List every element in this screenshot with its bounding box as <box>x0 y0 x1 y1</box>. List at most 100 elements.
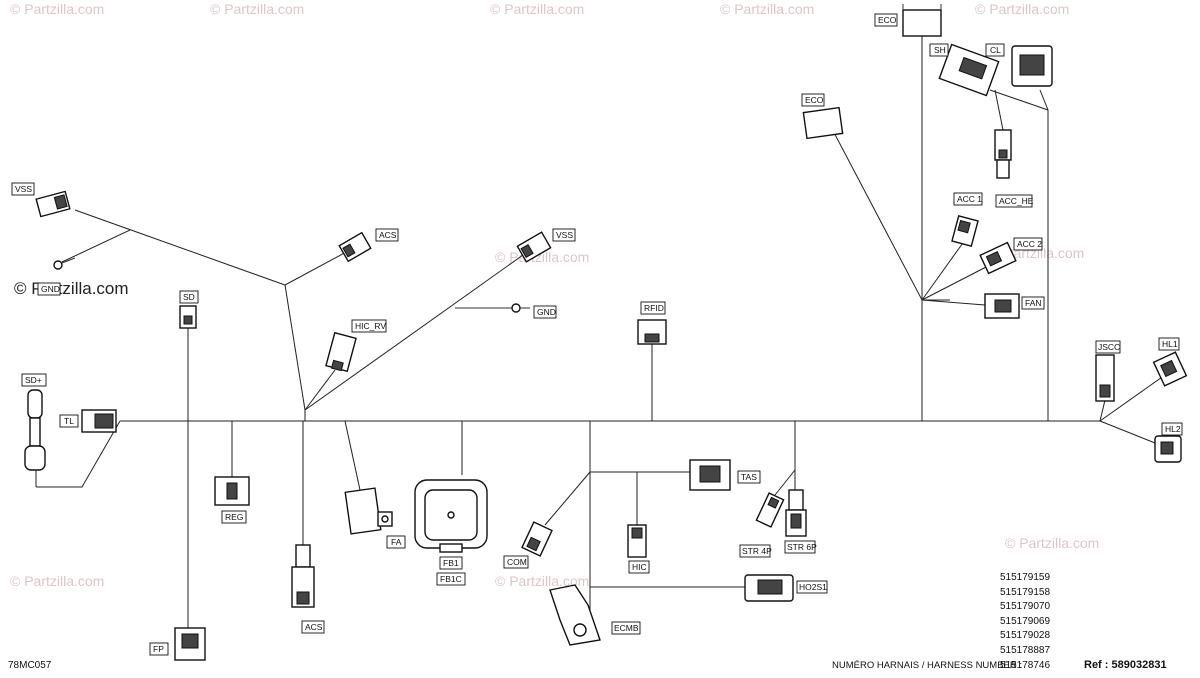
label-fa: FA <box>386 535 406 549</box>
label-sh: SH <box>929 43 949 57</box>
svg-text:FP: FP <box>153 644 164 654</box>
svg-text:FB1C: FB1C <box>440 574 462 584</box>
watermark: © Partzilla.com <box>495 573 589 589</box>
label-gnd-mid: GND <box>533 305 557 319</box>
label-gnd-left: GND <box>37 282 61 296</box>
label-acs-top: ACS <box>375 228 399 242</box>
harness-wires <box>36 22 1166 630</box>
connector-gnd-mid <box>511 303 530 313</box>
label-eco-top: ECO <box>874 13 898 27</box>
svg-text:GND: GND <box>41 284 60 294</box>
label-rfid: RFID <box>640 301 666 315</box>
watermark: © Partzilla.com <box>720 1 814 17</box>
svg-text:ACS: ACS <box>305 622 323 632</box>
svg-text:SD: SD <box>183 292 195 302</box>
svg-text:ACS: ACS <box>379 230 397 240</box>
label-str6p: STR 6P <box>784 540 817 554</box>
svg-text:ECMB: ECMB <box>614 623 639 633</box>
label-fb1: FB1 <box>439 556 463 570</box>
label-hl2: HL2 <box>1161 422 1183 436</box>
label-reg: REG <box>221 510 247 524</box>
label-hl1: HL1 <box>1158 337 1180 351</box>
watermark: © Partzilla.com <box>975 1 1069 17</box>
label-hic-rv: HIC_RV <box>351 319 387 333</box>
connector-eco-top <box>902 4 942 37</box>
label-sd: SD <box>179 290 199 304</box>
harness-number: 515178887 <box>1000 644 1051 656</box>
connector-str6p <box>785 489 807 537</box>
connector-fa <box>344 487 393 535</box>
harness-number: 515178746 <box>1000 659 1051 671</box>
connector-fan <box>984 293 1020 319</box>
label-sdplus: SD+ <box>21 373 47 387</box>
connector-acc1 <box>951 214 979 248</box>
label-cl: CL <box>985 43 1005 57</box>
connectors <box>24 4 1188 661</box>
connector-acc2 <box>979 241 1017 275</box>
svg-text:ECO: ECO <box>805 95 824 105</box>
connector-str4p <box>755 492 785 528</box>
harness-number: 515179070 <box>1000 601 1051 613</box>
connector-fp <box>174 627 206 661</box>
connector-cl <box>1011 45 1053 87</box>
label-acs-bottom: ACS <box>301 620 325 634</box>
svg-text:FB1: FB1 <box>443 558 459 568</box>
svg-text:SD+: SD+ <box>25 375 42 385</box>
connector-labels: ECO SH CL ECO ACC 1 ACC_HE ACC 2 FAN VSS… <box>11 13 1183 656</box>
harness-number: 515179028 <box>1000 630 1051 642</box>
connector-fb1 <box>414 479 488 553</box>
watermark: © Partzilla.com <box>10 1 104 17</box>
reference-number: Ref : 589032831 <box>1084 659 1167 671</box>
connector-hic-rv <box>325 331 357 373</box>
connector-tas <box>689 459 731 491</box>
connector-hl1 <box>1152 351 1188 387</box>
label-ho2s1: HO2S1 <box>796 580 828 594</box>
connector-ecmb <box>549 584 601 646</box>
label-hic: HIC <box>628 560 650 574</box>
svg-text:HIC: HIC <box>632 562 647 572</box>
connector-vss-mid <box>516 231 552 263</box>
svg-text:COM: COM <box>507 557 527 567</box>
connector-acc-he <box>994 129 1012 179</box>
svg-text:HIC_RV: HIC_RV <box>355 321 386 331</box>
label-vss-left: VSS <box>11 182 35 196</box>
connector-eco-mid <box>802 106 844 140</box>
harness-number: 515179069 <box>1000 615 1051 627</box>
svg-text:GND: GND <box>537 307 556 317</box>
connector-tl <box>81 409 117 433</box>
svg-text:FAN: FAN <box>1025 298 1042 308</box>
label-ecmb: ECMB <box>611 621 641 635</box>
label-acc-he: ACC_HE <box>995 194 1034 208</box>
svg-text:ACC_HE: ACC_HE <box>999 196 1034 206</box>
label-tl: TL <box>59 414 79 428</box>
harness-number-list: 515179159 515179158 515179070 515179069 … <box>1000 571 1050 673</box>
svg-text:TAS: TAS <box>741 472 757 482</box>
svg-text:TL: TL <box>64 416 74 426</box>
watermark: © Partzilla.com <box>210 1 304 17</box>
connector-com <box>521 521 553 557</box>
watermark-layer: © Partzilla.com © Partzilla.com © Partzi… <box>10 1 1099 589</box>
label-fb1c: FB1C <box>436 572 466 586</box>
drawing-code: 78MC057 <box>8 660 52 671</box>
label-eco-mid: ECO <box>801 93 825 107</box>
label-fp: FP <box>149 642 169 656</box>
svg-text:ACC 1: ACC 1 <box>957 194 982 204</box>
harness-number: 515179159 <box>1000 572 1051 583</box>
connector-sh <box>938 43 1000 97</box>
connector-jscc <box>1095 354 1115 402</box>
watermark: © Partzilla.com <box>1005 535 1099 551</box>
label-fan: FAN <box>1021 296 1045 310</box>
svg-text:VSS: VSS <box>15 184 32 194</box>
svg-text:HL2: HL2 <box>1165 424 1181 434</box>
svg-text:ACC 2: ACC 2 <box>1017 239 1042 249</box>
watermark: © Partzilla.com <box>10 573 104 589</box>
svg-text:SH: SH <box>934 45 946 55</box>
svg-text:HL1: HL1 <box>1162 339 1178 349</box>
harness-number: 515179158 <box>1000 586 1051 598</box>
svg-text:FA: FA <box>391 537 402 547</box>
connector-vss-left <box>35 190 71 218</box>
svg-text:CL: CL <box>990 45 1001 55</box>
watermark: © Partzilla.com <box>14 279 129 298</box>
svg-text:STR 6P: STR 6P <box>787 542 817 552</box>
